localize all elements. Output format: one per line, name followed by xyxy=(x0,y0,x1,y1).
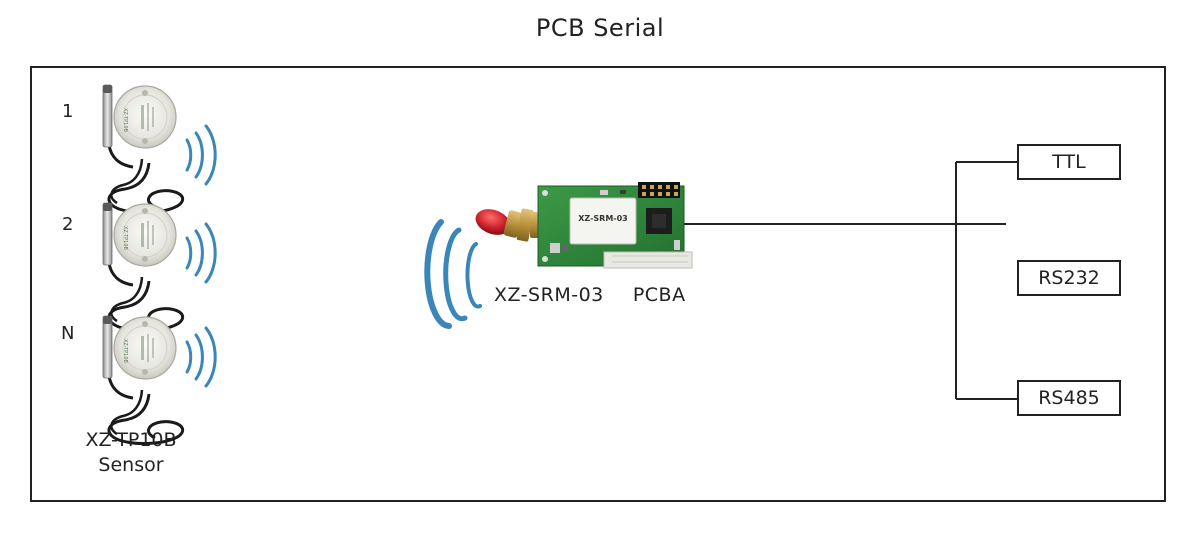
pcba-module xyxy=(475,182,693,269)
diagram-title: PCB Serial xyxy=(535,14,665,42)
signal-waves-sensor-n xyxy=(185,326,217,388)
interface-box-rs232: RS232 xyxy=(1017,260,1121,296)
pcba-chip-text: XZ-SRM-03 xyxy=(578,214,628,223)
sensor-caption-type: Sensor xyxy=(98,454,164,476)
sensor-board-text-2: XZ-TP10B xyxy=(122,226,128,250)
sensor-caption: XZ-TP10B Sensor xyxy=(66,428,196,478)
sensor-n xyxy=(101,314,185,445)
sensor-caption-model: XZ-TP10B xyxy=(85,429,177,451)
sensor-label-1: 1 xyxy=(62,101,74,122)
sensor-1 xyxy=(101,83,185,214)
interface-box-ttl: TTL xyxy=(1017,144,1121,180)
sensor-board-text-1: XZ-TP10B xyxy=(122,108,128,132)
signal-waves-sensor-1 xyxy=(185,124,217,186)
signal-waves-sensor-2 xyxy=(185,222,217,284)
pin-header xyxy=(638,182,680,198)
pcba-label: XZ-SRM-03 PCBA xyxy=(494,284,686,306)
signal-waves-pcba xyxy=(424,219,482,329)
connection-lines xyxy=(684,161,1018,400)
interface-box-rs485: RS485 xyxy=(1017,380,1121,416)
sensor-label-n: N xyxy=(61,323,75,344)
sensor-2 xyxy=(101,201,185,332)
sensor-label-2: 2 xyxy=(62,214,74,235)
sensor-board-text-n: XZ-TP10B xyxy=(122,339,128,363)
diagram-frame xyxy=(30,66,1166,502)
